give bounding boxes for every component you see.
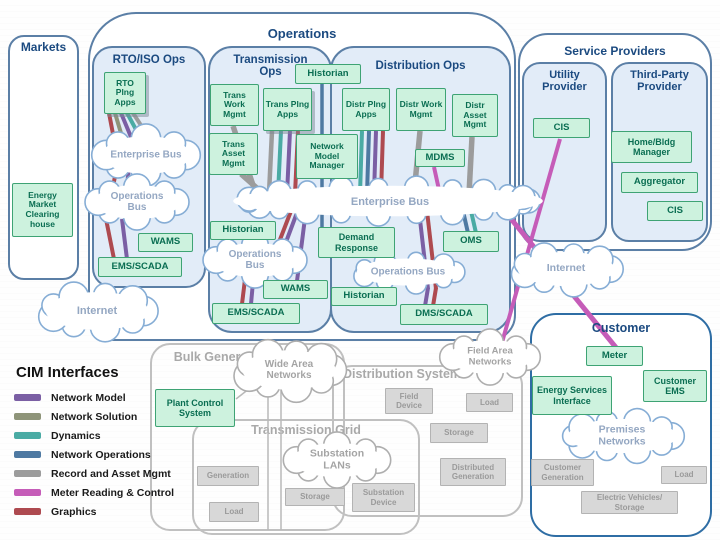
plant-control-system-box: Plant Control System — [155, 389, 235, 427]
legend-label: Meter Reading & Control — [51, 486, 175, 499]
markets-container — [8, 35, 79, 280]
wams-rto-box: WAMS — [138, 233, 193, 252]
legend-item: Record and Asset Mgmt — [14, 464, 224, 483]
field-device-box: Field Device — [385, 388, 433, 414]
legend-label: Network Solution — [51, 410, 138, 423]
utility-provider-title: Utility Provider — [542, 69, 587, 93]
legend-label: Dynamics — [51, 429, 101, 442]
storage-distribution-box: Storage — [430, 423, 488, 443]
oms-box: OMS — [443, 231, 499, 252]
cloud-label-operations-bus-rto: Operations Bus — [110, 190, 164, 213]
legend-item: Graphics — [14, 502, 224, 521]
distributed-generation-box: Distributed Generation — [440, 458, 506, 486]
electric-vehicles-storage-box: Electric Vehicles/ Storage — [581, 491, 678, 514]
wams-transmission-box: WAMS — [263, 280, 328, 299]
rto-plng-apps-box: RTO Plng Apps — [104, 72, 146, 114]
cloud-label-operations-bus-distribution: Operations Bus — [370, 266, 446, 278]
distr-work-mgmt-box: Distr Work Mgmt — [396, 88, 446, 131]
cloud-label-internet-left: Internet — [76, 304, 118, 317]
legend-label: Network Model — [51, 391, 126, 404]
cloud-label-wide-area-networks: Wide Area Networks — [264, 358, 314, 381]
customer-title: Customer — [591, 321, 651, 335]
distr-plng-apps-box: Distr Plng Apps — [342, 88, 390, 131]
energy-services-interface-box: Energy Services Interface — [532, 376, 612, 415]
home-bldg-manager-box: Home/Bldg Manager — [611, 131, 692, 163]
meter-box: Meter — [586, 346, 643, 366]
rto-iso-ops-title: RTO/ISO Ops — [112, 54, 186, 66]
graphics-swatch — [14, 508, 41, 515]
meter-reading-control-swatch — [14, 489, 41, 496]
service-providers-title: Service Providers — [564, 44, 666, 58]
customer-generation-box: Customer Generation — [531, 459, 594, 486]
aggregator-box: Aggregator — [621, 172, 698, 193]
storage-transmission-box: Storage — [285, 488, 345, 506]
legend-item: Meter Reading & Control — [14, 483, 224, 502]
load-transmission-box: Load — [209, 502, 259, 522]
distr-asset-mgmt-box: Distr Asset Mgmt — [452, 94, 498, 137]
cloud-label-enterprise-bus-rto: Enterprise Bus — [110, 149, 182, 161]
network-model-manager-box: Network Model Manager — [296, 134, 358, 179]
distribution-ops-title: Distribution Ops — [375, 60, 466, 72]
cloud-label-operations-bus-transmission: Operations Bus — [228, 248, 282, 271]
historian-top-box: Historian — [295, 64, 361, 84]
energy-market-clearinghouse-box: Energy Market Clearing house — [12, 183, 73, 237]
cloud-label-enterprise-bus-main: Enterprise Bus — [350, 195, 430, 208]
ems-scada-rto-box: EMS/SCADA — [98, 257, 182, 277]
transmission-ops-title: Transmission Ops — [233, 54, 308, 79]
legend-label: Record and Asset Mgmt — [51, 467, 171, 480]
ems-scada-transmission-box: EMS/SCADA — [212, 303, 300, 324]
cloud-label-field-area-networks: Field Area Networks — [467, 345, 513, 367]
record-asset-mgmt-swatch — [14, 470, 41, 477]
third-party-provider-title: Third-Party Provider — [630, 69, 689, 93]
network-model-swatch — [14, 394, 41, 401]
operations-title: Operations — [267, 26, 337, 41]
historian-transmission-box: Historian — [210, 221, 276, 240]
historian-distribution-box: Historian — [331, 287, 397, 306]
cim-interfaces-legend: CIM Interfaces Network Model Network Sol… — [14, 364, 224, 521]
load-distribution-box: Load — [466, 393, 513, 412]
legend-item: Dynamics — [14, 426, 224, 445]
cloud-label-substation-lans: Substation LANs — [309, 447, 365, 471]
legend-item: Network Operations — [14, 445, 224, 464]
distribution-system-label: Distribution System — [342, 367, 462, 381]
legend-label: Network Operations — [51, 448, 151, 461]
demand-response-box: Demand Response — [318, 227, 395, 258]
generation-box: Generation — [197, 466, 259, 486]
trans-asset-mgmt-box: Trans Asset Mgmt — [209, 133, 258, 175]
cloud-label-premises-networks: Premises Networks — [598, 423, 646, 447]
legend-item: Network Solution — [14, 407, 224, 426]
legend-title: CIM Interfaces — [16, 364, 119, 381]
mdms-box: MDMS — [415, 149, 465, 167]
trans-work-mgmt-box: Trans Work Mgmt — [210, 84, 259, 126]
trans-plng-apps-box: Trans Plng Apps — [263, 88, 312, 131]
network-solution-swatch — [14, 413, 41, 420]
cis-utility-box: CIS — [533, 118, 590, 138]
markets-title: Markets — [20, 40, 67, 54]
load-customer-box: Load — [661, 466, 707, 484]
legend-label: Graphics — [51, 505, 97, 518]
cloud-label-internet-right: Internet — [546, 262, 586, 275]
substation-device-box: Substation Device — [352, 483, 415, 512]
transmission-grid-area — [192, 419, 420, 535]
cis-third-party-box: CIS — [647, 201, 703, 221]
customer-ems-box: Customer EMS — [643, 370, 707, 402]
dynamics-swatch — [14, 432, 41, 439]
dms-scada-box: DMS/SCADA — [400, 304, 488, 325]
legend-item: Network Model — [14, 388, 224, 407]
network-operations-swatch — [14, 451, 41, 458]
